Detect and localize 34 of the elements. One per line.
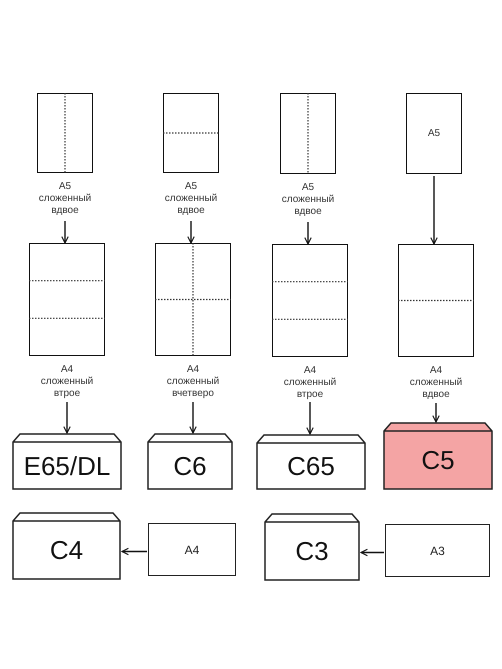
envelope (12, 512, 121, 580)
envelope-label: C65 (287, 451, 335, 482)
sheet-caption: A5 сложенный вдвое (280, 182, 336, 218)
arrow (121, 548, 147, 556)
sheet-label: A4 (184, 542, 200, 556)
sheet-caption: A4 сложенный вдвое (408, 365, 464, 401)
sheet-label: A5 (428, 128, 440, 139)
arrow (304, 222, 312, 245)
paper-sheet (385, 524, 490, 577)
envelope (12, 433, 122, 490)
sheet-caption: A5 сложенный вдвое (38, 181, 92, 217)
sheet-caption: A5 сложенный вдвое (164, 181, 218, 217)
envelope-label: C3 (295, 536, 329, 567)
envelope-label: C4 (50, 535, 84, 566)
envelope-label: E65/DL (24, 450, 110, 482)
envelope (264, 513, 360, 581)
envelope (256, 434, 366, 490)
envelope (383, 422, 493, 490)
sheet-caption: A4 сложенный втрое (40, 364, 94, 400)
arrow (61, 221, 69, 244)
arrow (63, 402, 71, 434)
arrow (306, 402, 314, 435)
arrow (360, 548, 384, 556)
envelope-label: C5 (421, 445, 455, 476)
arrow (189, 402, 197, 434)
paper-sheet (148, 523, 236, 576)
arrow (187, 221, 195, 244)
envelope-label: C6 (173, 450, 207, 482)
sheet-caption: A4 сложенный вчетверо (166, 364, 220, 400)
sheet-caption: A4 сложенный втрое (282, 365, 338, 401)
sheet-label: A3 (430, 544, 445, 558)
envelope (147, 433, 233, 490)
arrow (430, 176, 438, 245)
arrow (432, 403, 440, 423)
